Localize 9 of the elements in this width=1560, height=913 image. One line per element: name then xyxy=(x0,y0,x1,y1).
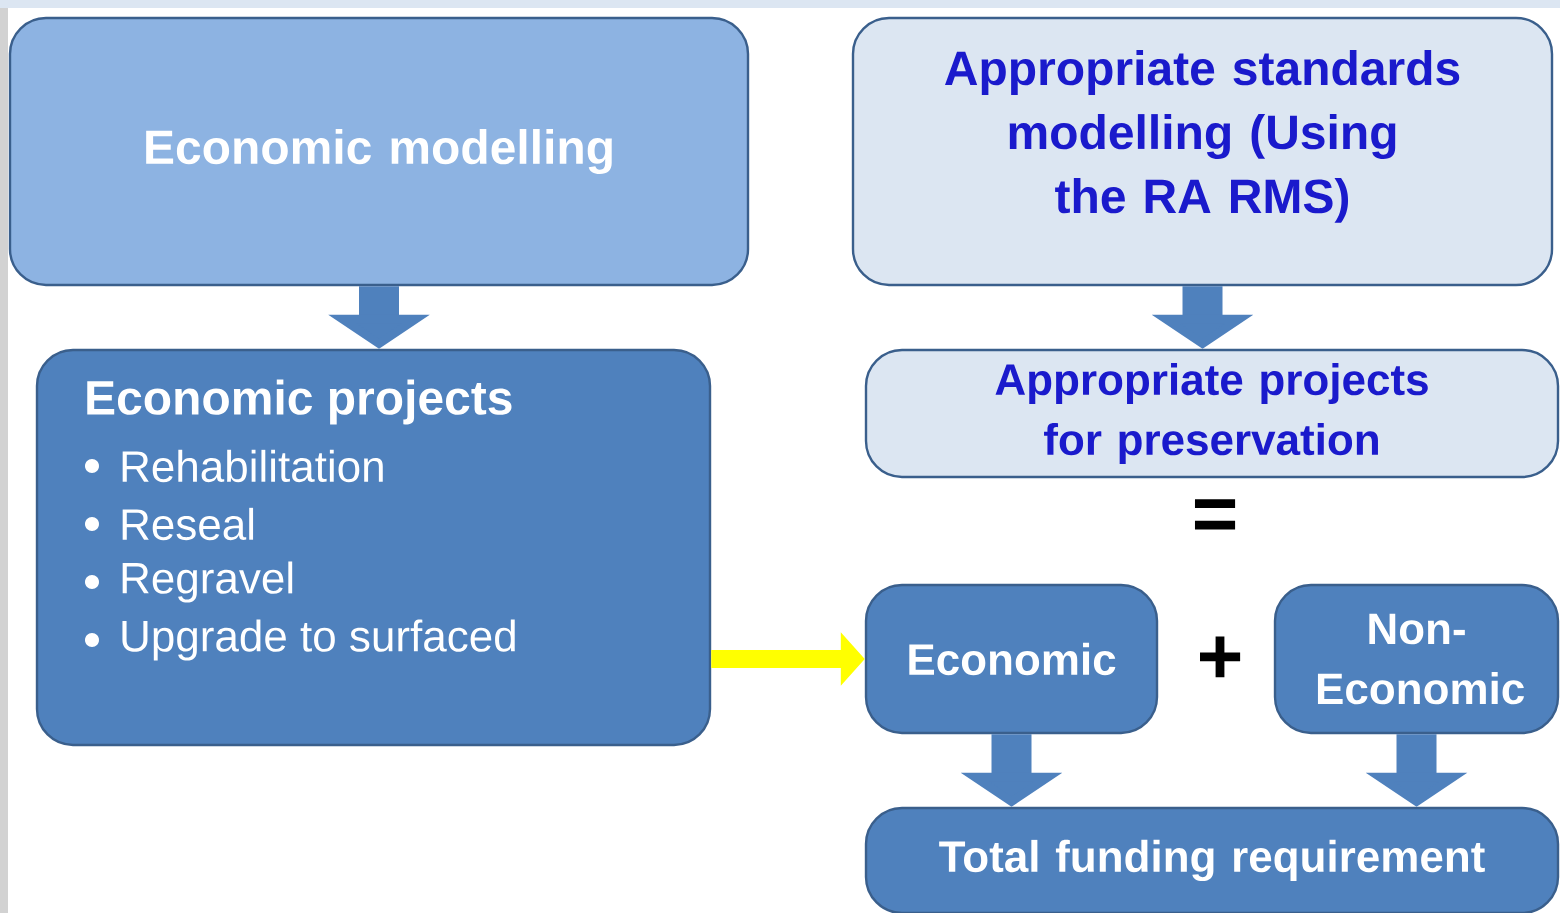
operator-sign: + xyxy=(1200,636,1241,678)
process-box: Appropriate standards modelling (Using the RA RMS) xyxy=(851,16,1554,287)
process-box: Non-Economic xyxy=(1273,583,1560,735)
process-box: Economic xyxy=(864,583,1159,735)
process-box: Economic modelling xyxy=(8,16,750,287)
process-box: Total funding requirement xyxy=(864,806,1560,913)
list-box: Economic projects Rehabilitation Reseal Regravel Upgrade to surfaced xyxy=(35,348,712,747)
operator-sign: = xyxy=(1194,499,1236,530)
process-box: Appropriate projects for preservation xyxy=(864,348,1560,479)
